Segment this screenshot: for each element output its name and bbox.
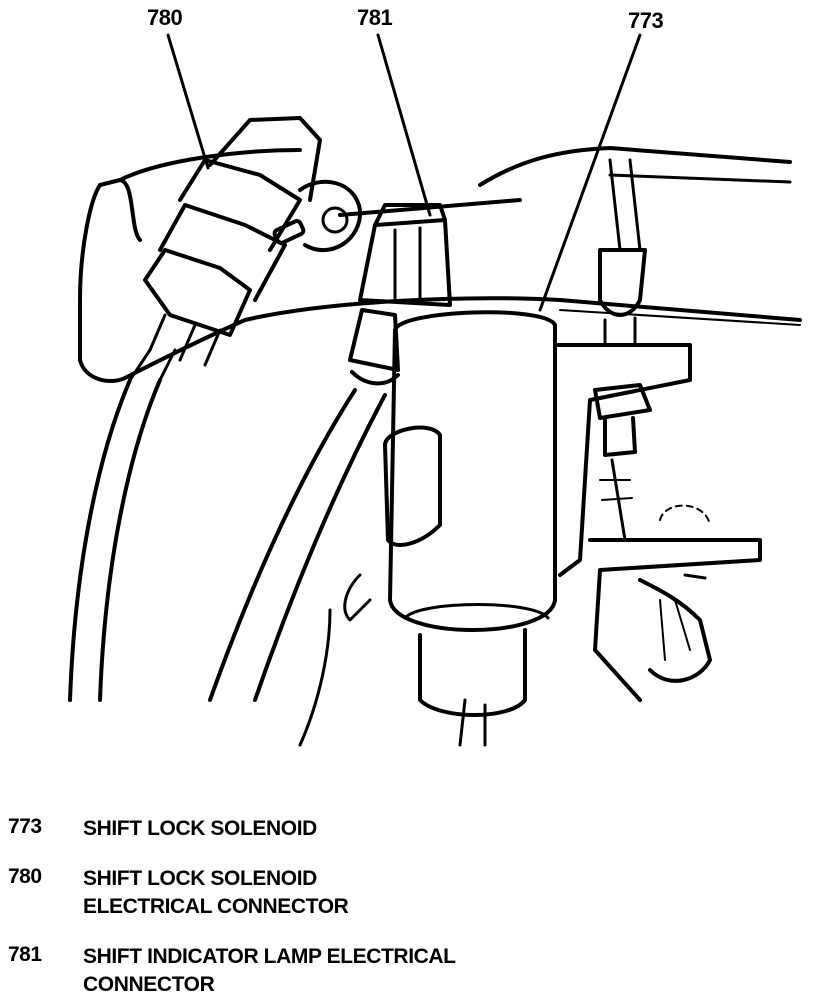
legend-description: SHIFT LOCK SOLENOID ELECTRICAL CONNECTOR bbox=[83, 865, 763, 921]
legend-line: ELECTRICAL CONNECTOR bbox=[83, 895, 349, 918]
solenoid-bracket bbox=[553, 158, 762, 702]
legend-line: CONNECTOR bbox=[83, 973, 215, 996]
legend-line: SHIFT LOCK SOLENOID bbox=[83, 867, 317, 890]
column-housing bbox=[78, 146, 802, 383]
legend-number: 781 bbox=[8, 943, 42, 966]
connector-781 bbox=[208, 203, 452, 702]
legend-number: 780 bbox=[8, 865, 42, 888]
legend-line: SHIFT INDICATOR LAMP ELECTRICAL bbox=[83, 945, 456, 968]
legend-line: SHIFT LOCK SOLENOID bbox=[83, 817, 317, 840]
shift-lock-solenoid bbox=[298, 310, 557, 747]
legend-description: SHIFT LOCK SOLENOID bbox=[83, 815, 763, 843]
callout-leaders bbox=[166, 33, 642, 312]
callout-781: 781 bbox=[357, 5, 393, 30]
legend-number: 773 bbox=[8, 815, 42, 838]
legend-description: SHIFT INDICATOR LAMP ELECTRICAL CONNECTO… bbox=[83, 943, 763, 999]
callout-780: 780 bbox=[147, 5, 183, 30]
callout-773: 773 bbox=[628, 8, 664, 33]
connector-780 bbox=[143, 116, 363, 367]
wiring-harness-780 bbox=[68, 348, 177, 702]
shift-lock-solenoid-illustration bbox=[68, 33, 802, 747]
